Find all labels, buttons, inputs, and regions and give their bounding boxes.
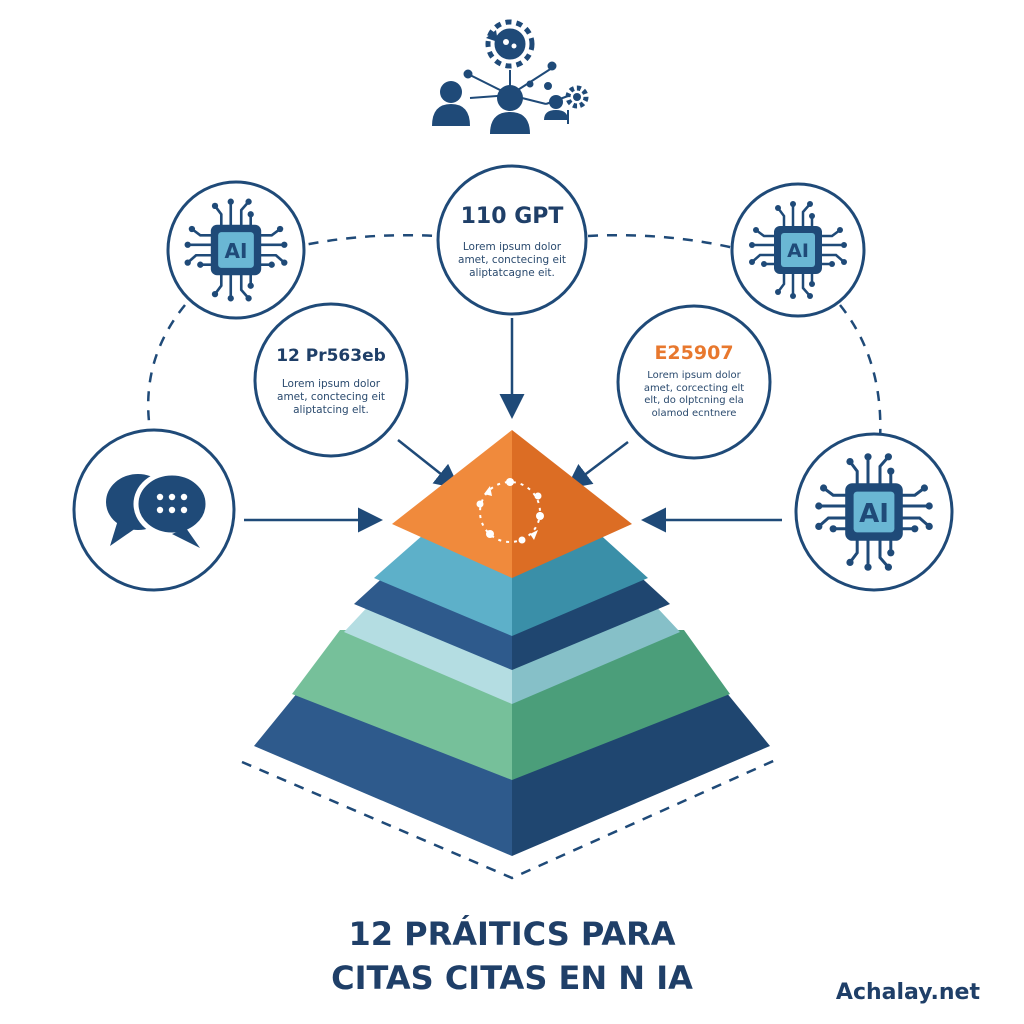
pyramid-top	[392, 430, 512, 578]
right-node-circle	[616, 304, 772, 460]
left-node-body: Lorem ipsum dolor amet, conctecing eit a…	[262, 378, 400, 417]
body-line: aliptatcing elt.	[293, 404, 369, 417]
body-line: Lorem ipsum dolor	[647, 370, 741, 381]
brand-watermark: Achalay.net	[835, 980, 980, 1005]
top-node-body: Lorem ipsum dolor amet, conctecing eit a…	[446, 241, 578, 280]
chip-label: AI	[787, 240, 809, 262]
left-node-text: 12 Pr563eb Lorem ipsum dolor amet, conct…	[262, 346, 400, 417]
top-node-circle	[436, 164, 588, 316]
left-node-title: 12 Pr563eb	[276, 346, 386, 366]
cycle-arrows-icon	[476, 478, 544, 544]
right-node-text: E25907 Lorem ipsum dolor amet, corcectin…	[626, 342, 762, 420]
infographic-title: 12 PRÁITICS PARA CITAS CITAS EN N IA	[292, 912, 732, 1000]
body-line: Lorem ipsum dolor	[462, 241, 562, 253]
left-node-circle	[253, 302, 409, 458]
flow-arrows	[244, 318, 782, 533]
dashed-connectors	[146, 233, 882, 880]
chat-bubbles-icon	[106, 470, 211, 548]
right-node-body: Lorem ipsum dolor amet, corcecting elt e…	[626, 370, 762, 420]
body-line: elt, do olptcning ela	[644, 395, 744, 406]
body-line: aliptatcagne eit.	[469, 267, 555, 280]
title-line-2: CITAS CITAS EN N IA	[331, 959, 693, 997]
body-line: olamod ecntnere	[651, 407, 737, 419]
body-line: amet, corcecting elt	[643, 382, 745, 394]
people-network-gear-icon	[432, 19, 589, 134]
right-node-title: E25907	[654, 342, 734, 364]
chip-label: AI	[225, 239, 248, 263]
body-line: amet, conctecing eit	[277, 391, 385, 404]
title-line-1: 12 PRÁITICS PARA	[348, 915, 676, 953]
chip-label: AI	[859, 499, 889, 529]
body-line: amet, conctecing eit	[458, 254, 566, 267]
body-line: Lorem ipsum dolor	[281, 378, 381, 390]
top-node-text: 110 GPT Lorem ipsum dolor amet, concteci…	[446, 204, 578, 280]
layered-pyramid	[254, 430, 770, 856]
top-node-title: 110 GPT	[460, 204, 564, 229]
